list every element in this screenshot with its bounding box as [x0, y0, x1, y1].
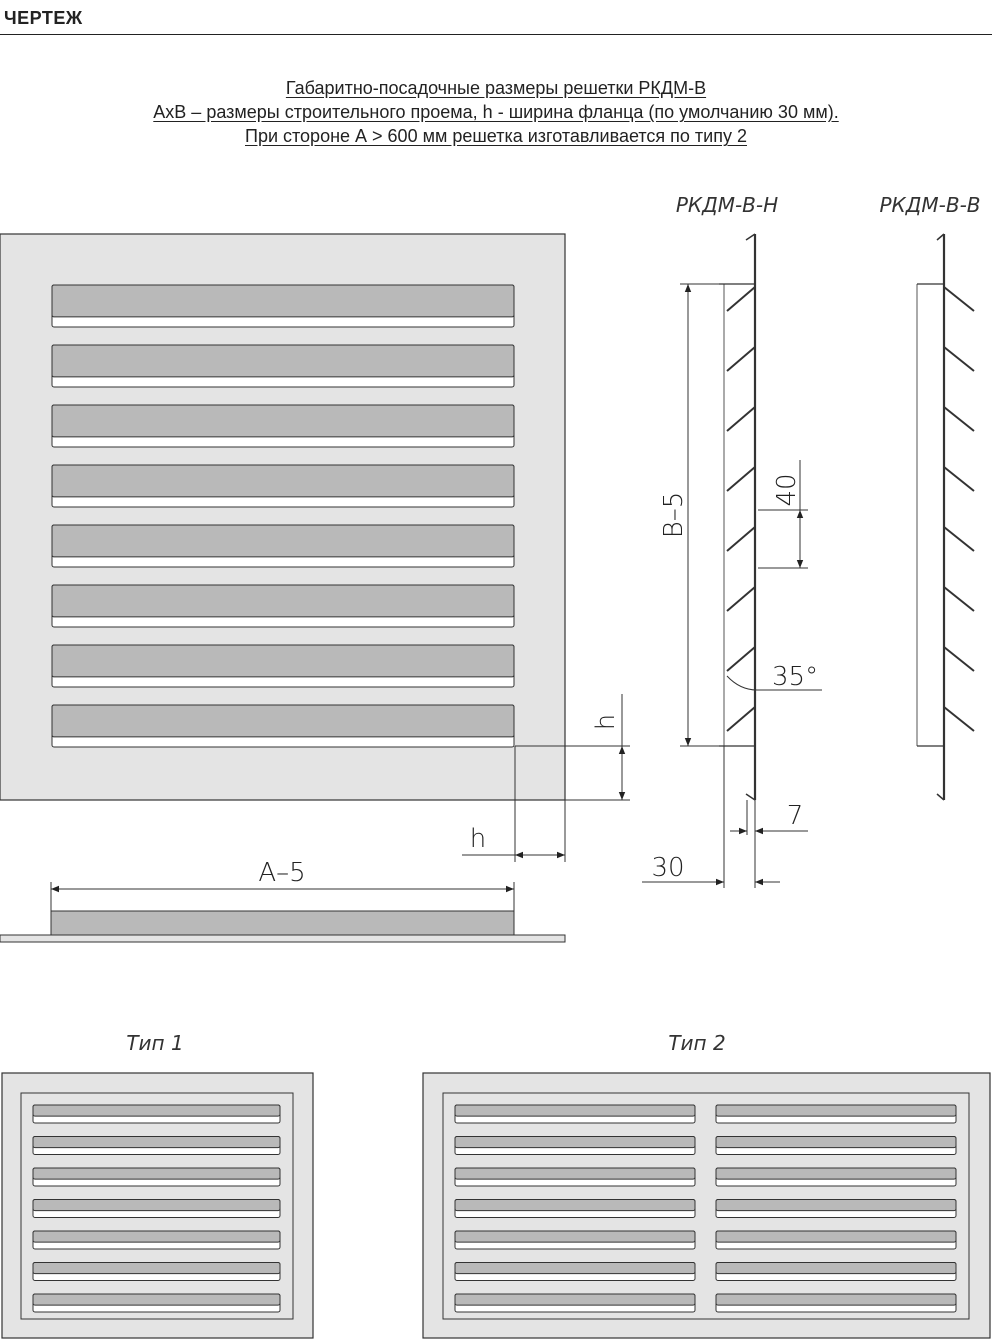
type2-label: Тип 2: [668, 1031, 725, 1055]
dim-h-horizontal: h: [462, 746, 566, 862]
slot-blade: [51, 404, 515, 438]
slot-blade: [32, 1136, 281, 1149]
side-view-h-label: РКДМ-В-Н: [676, 193, 778, 217]
dim-angle: 35°: [726, 662, 822, 692]
slot-blade: [32, 1199, 281, 1212]
slot-blade: [454, 1167, 696, 1180]
header-title: ЧЕРТЕЖ: [4, 8, 83, 28]
louver-blade: [726, 526, 756, 552]
dim-b-label: В–5: [659, 492, 689, 539]
plan-view: А–5: [0, 858, 566, 943]
louver-blade: [943, 526, 975, 552]
louver-blade: [726, 466, 756, 492]
dim-pitch-label: 40: [772, 473, 802, 506]
slot-blade: [32, 1293, 281, 1306]
louver-blade: [943, 466, 975, 492]
slot-blade: [715, 1262, 957, 1275]
slot-blade: [454, 1136, 696, 1149]
type1-slots: [32, 1104, 281, 1313]
side-b-blades: [943, 286, 975, 732]
front-slots: [51, 284, 515, 748]
side-view-b-label: РКДМ-В-В: [879, 193, 980, 217]
dim-flange-label: 30: [651, 853, 684, 883]
louver-blade: [726, 586, 756, 612]
dim-depth: 7: [730, 800, 808, 835]
slot-blade: [715, 1293, 957, 1306]
dim-h-horizontal-label: h: [470, 824, 486, 854]
slot-blade: [454, 1104, 696, 1117]
side-h-blades: [726, 286, 756, 732]
dim-a-label: А–5: [258, 858, 305, 888]
louver-blade: [943, 706, 975, 732]
dim-h-vertical: h: [515, 694, 630, 801]
plan-flange: [0, 934, 566, 943]
louver-blade: [726, 286, 756, 312]
dim-pitch: 40: [758, 460, 808, 569]
slot-blade: [454, 1199, 696, 1212]
slot-blade: [454, 1262, 696, 1275]
louver-blade: [726, 346, 756, 372]
type1-label: Тип 1: [126, 1031, 183, 1055]
page-header: ЧЕРТЕЖ: [0, 0, 992, 35]
dim-depth-label: 7: [787, 801, 804, 831]
slot-blade: [51, 524, 515, 558]
slot-blade: [454, 1293, 696, 1306]
slot-blade: [51, 464, 515, 498]
slot-blade: [32, 1230, 281, 1243]
slot-blade: [715, 1230, 957, 1243]
louver-blade: [943, 586, 975, 612]
slot-blade: [32, 1104, 281, 1117]
louver-blade: [726, 646, 756, 672]
drawing-caption: Габаритно-посадочные размеры решетки РКД…: [0, 76, 992, 148]
slot-blade: [32, 1167, 281, 1180]
slot-blade: [51, 584, 515, 618]
slot-blade: [51, 704, 515, 738]
dim-angle-label: 35°: [772, 662, 818, 692]
louver-blade: [943, 286, 975, 312]
side-view-b: РКДМ-В-В: [879, 193, 981, 801]
slot-blade: [715, 1136, 957, 1149]
slot-blade: [715, 1167, 957, 1180]
louver-blade: [726, 706, 756, 732]
front-view: [0, 233, 566, 801]
dim-flange: 30: [642, 746, 780, 888]
side-view-h: РКДМ-В-Н: [676, 193, 778, 801]
louver-blade: [943, 346, 975, 372]
caption-line-1: Габаритно-посадочные размеры решетки РКД…: [285, 78, 707, 98]
louver-blade: [726, 406, 756, 432]
dim-h-vertical-label: h: [591, 714, 621, 730]
type2-slots: [454, 1104, 957, 1313]
slot-blade: [454, 1230, 696, 1243]
louver-blade: [943, 406, 975, 432]
type1-view: Тип 1: [1, 1031, 314, 1339]
type2-view: Тип 2: [422, 1031, 991, 1339]
plan-body: [50, 910, 515, 936]
caption-line-3: При стороне А > 600 мм решетка изготавли…: [245, 126, 747, 146]
slot-blade: [32, 1262, 281, 1275]
slot-blade: [51, 284, 515, 318]
slot-blade: [715, 1199, 957, 1212]
louver-blade: [943, 646, 975, 672]
slot-blade: [715, 1104, 957, 1117]
caption-line-2: АхВ – размеры строительного проема, h - …: [153, 102, 839, 122]
dim-b: В–5: [659, 283, 720, 747]
slot-blade: [51, 644, 515, 678]
slot-blade: [51, 344, 515, 378]
